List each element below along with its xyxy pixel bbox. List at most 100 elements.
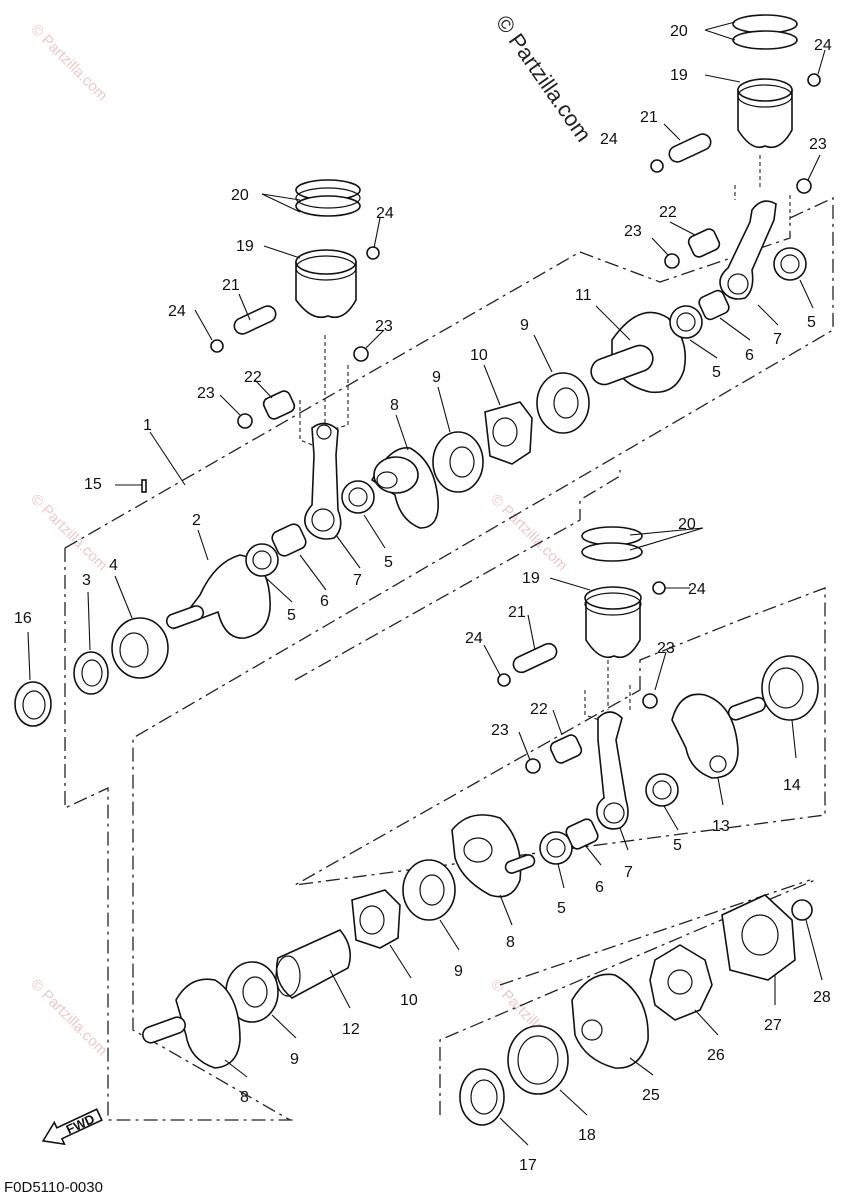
callout-4: 4 — [109, 557, 118, 574]
bearing-5b-inner — [348, 487, 368, 507]
callout-3: 3 — [82, 572, 91, 589]
callout-10b: 10 — [400, 992, 418, 1009]
callout-9c: 9 — [454, 963, 463, 980]
callout-labels: 1 2 3 4 5 6 7 5 8 9 10 9 11 5 6 7 5 15 1… — [14, 23, 832, 1174]
labyrinth-seal-10b-hole — [359, 905, 385, 935]
piston-pin-1 — [233, 305, 277, 335]
fwd-label: FWD — [64, 1111, 97, 1137]
bearing-9a-inner — [449, 446, 475, 478]
spacer-18-face — [517, 1035, 559, 1085]
piston-rings-2b — [732, 30, 798, 50]
callout-9a: 9 — [432, 369, 441, 386]
fwd-arrow: FWD — [41, 1108, 103, 1146]
callout-27: 27 — [764, 1017, 782, 1034]
callout-24d: 24 — [600, 131, 618, 148]
piston-2 — [737, 89, 793, 149]
callout-5a: 5 — [287, 607, 296, 624]
callout-5e: 5 — [673, 837, 682, 854]
bearing-5e-inner — [652, 780, 672, 800]
spacer-18 — [507, 1025, 569, 1095]
callout-6c: 6 — [595, 879, 604, 896]
cyl3-bearing-guide — [584, 685, 631, 723]
callout-13: 13 — [712, 818, 730, 835]
callout-8c: 8 — [240, 1089, 249, 1106]
lower-crank-assembly — [142, 929, 351, 1069]
callout-1: 1 — [143, 417, 152, 434]
seal-17 — [459, 1068, 505, 1126]
upper-assembly-outline — [64, 196, 834, 1121]
circlip-24f — [497, 673, 511, 687]
crank-web-13-hole — [709, 755, 727, 773]
piston-rings-1c — [295, 187, 361, 209]
washer-23e — [642, 693, 658, 709]
callout-9b: 9 — [520, 317, 529, 334]
circlip-24e — [652, 581, 666, 595]
crank-shaft-2 — [165, 605, 205, 629]
crank-shaft-8b — [504, 854, 536, 874]
circlip-24d — [650, 159, 664, 173]
upper-crank-assembly — [14, 289, 730, 727]
callout-19c: 19 — [522, 570, 540, 587]
collar-3-inner — [81, 659, 103, 687]
bearing-4-inner — [119, 632, 149, 668]
needle-bearing-22a — [262, 390, 296, 420]
crank-web-8b-hub — [463, 837, 493, 863]
bearing-9c — [402, 859, 456, 921]
needle-bearing-22b — [687, 228, 721, 258]
callout-10a: 10 — [470, 347, 488, 364]
callout-24b: 24 — [376, 205, 394, 222]
document-id: F0D5110-0030 — [4, 1179, 103, 1196]
piston-top-3 — [584, 586, 642, 610]
fwd-arrow-shape — [41, 1108, 103, 1146]
callout-23d: 23 — [624, 223, 642, 240]
callout-15: 15 — [84, 476, 102, 493]
callout-5f: 5 — [557, 900, 566, 917]
callout-2: 2 — [192, 512, 201, 529]
conrod-7b-bigend — [727, 273, 749, 295]
callout-6a: 6 — [320, 593, 329, 610]
seal-14 — [761, 655, 819, 721]
collar-3 — [73, 651, 109, 695]
callout-24f: 24 — [465, 630, 483, 647]
crank-shaft-8c — [142, 1016, 186, 1044]
crank-web-8c — [175, 978, 241, 1069]
callout-26: 26 — [707, 1047, 725, 1064]
bearing-9a — [432, 431, 484, 493]
washer-23f — [525, 758, 541, 774]
conrod-7a-bigend — [311, 508, 335, 532]
copyright-text: © Partzilla.com — [491, 11, 597, 147]
bearing-5a-inner — [252, 550, 272, 570]
crank-shaft-12 — [275, 929, 351, 999]
bearing-9d-inner — [242, 976, 268, 1008]
piston-top-ring-1 — [295, 255, 357, 281]
needle-bearing-22c — [549, 734, 583, 764]
bearing-5b — [341, 480, 375, 514]
callout-7c: 7 — [624, 864, 633, 881]
piston-rings-1b — [295, 195, 361, 217]
callout-12: 12 — [342, 1021, 360, 1038]
callout-8a: 8 — [390, 397, 399, 414]
piston-top-1 — [295, 249, 357, 275]
callout-24a: 24 — [168, 303, 186, 320]
left-box-outline — [64, 548, 295, 1121]
callout-22c: 22 — [530, 701, 548, 718]
needle-bearing-6a — [271, 523, 307, 557]
callout-8b: 8 — [506, 934, 515, 951]
seal-17-inner — [470, 1079, 498, 1115]
callout-16: 16 — [14, 610, 32, 627]
coupling-27 — [721, 894, 796, 981]
damper-26 — [649, 944, 713, 1021]
middle-crank-assembly — [351, 655, 819, 949]
piston-pin-2 — [668, 133, 712, 163]
bearing-5c — [669, 305, 703, 339]
needle-bearing-6b — [698, 289, 730, 321]
bearing-5f — [539, 831, 573, 865]
callout-23c: 23 — [809, 136, 827, 153]
watermark-1: © Partzilla.com — [27, 21, 110, 104]
callout-25: 25 — [642, 1087, 660, 1104]
watermark-2: © Partzilla.com — [27, 491, 110, 574]
washer-23d — [664, 253, 680, 269]
crank-shaft-11 — [590, 344, 654, 386]
labyrinth-seal-10a-hole — [492, 417, 518, 447]
